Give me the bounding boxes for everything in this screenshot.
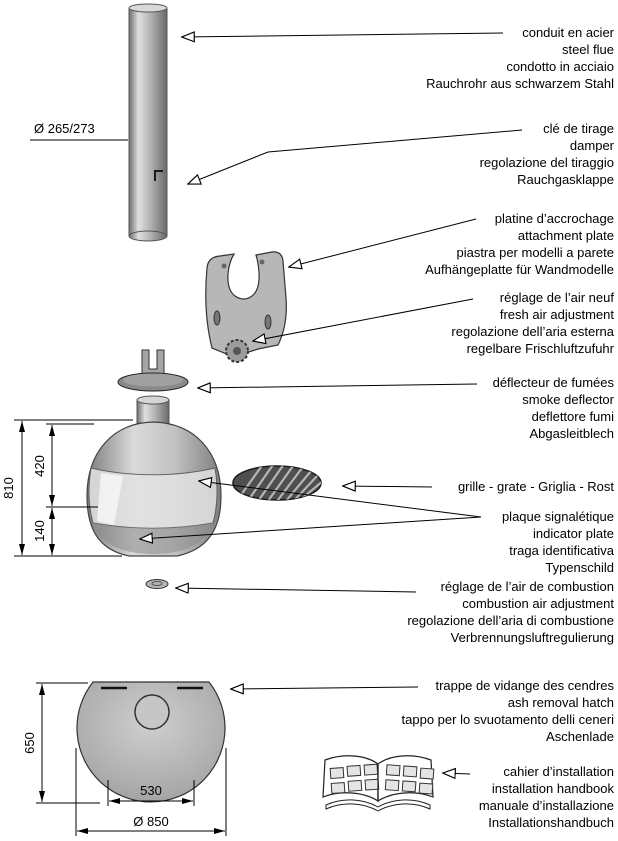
label-line: piastra per modelli a parete [456,245,614,260]
label-line: manuale d’installazione [478,798,614,813]
label-line: trappe de vidange des cendres [435,678,614,693]
leader-attachment-plate [289,218,477,267]
dim-base-height: 140 [32,520,47,542]
label-line: traga identificativa [509,543,614,558]
label-line: condotto in acciaio [506,59,614,74]
label-line: tappo per lo svuotamento delli ceneri [401,712,614,727]
label-handbook: cahier d’installation installation handb… [234,763,614,831]
dimension-lines [14,419,227,836]
leader-handbook [443,773,471,774]
leader-flue [182,33,504,37]
dimension-labels: 810 420 140 650 530 Ø 850 [1,455,169,829]
label-line: fresh air adjustment [499,307,614,322]
label-line: réglage de l’air de combustion [440,579,614,594]
label-flue: conduit en acier steel flue condotto in … [234,24,614,92]
label-combustion-air: réglage de l’air de combustion combustio… [234,578,614,646]
combustion-air-disc [145,579,169,589]
label-line: Typenschild [545,560,614,575]
dim-body-depth: 650 [22,732,37,754]
dim-hearth-width: 530 [140,783,162,798]
flue-diameter-label: Ø 265/273 [34,121,95,136]
dim-body-diameter: Ø 850 [133,814,168,829]
ash-hatch-circle [134,694,170,730]
label-attachment-plate: platine d’accrochage attachment plate pi… [234,210,614,278]
leader-fresh-air [253,298,474,341]
label-line: Verbrennungsluftregulierung [450,630,614,645]
label-line: platine d’accrochage [494,211,614,226]
label-line: Abgasleitblech [529,426,614,441]
label-line: damper [569,138,614,153]
label-grate: grille - grate - Griglia - Rost [234,478,614,495]
leader-arrows [30,33,523,774]
plate-slot-right [264,314,272,330]
label-indicator-plate: plaque signalétique indicator plate trag… [234,508,614,576]
label-line: grille - grate - Griglia - Rost [457,479,614,494]
plate-slot-left [213,310,221,326]
grate-bars [235,466,321,500]
leader-combustion [176,588,417,592]
label-line: déflecteur de fumées [492,375,614,390]
label-line: indicator plate [533,526,614,541]
leader-deflector [198,384,478,388]
label-line: ash removal hatch [507,695,614,710]
label-line: installation handbook [491,781,614,796]
label-line: combustion air adjustment [462,596,614,611]
label-fresh-air: réglage de l’air neuf fresh air adjustme… [234,289,614,357]
label-line: regolazione dell’aria di combustione [407,613,614,628]
label-line: steel flue [561,42,614,57]
label-line: Aschenlade [546,729,614,744]
plate-hole-left [221,263,227,269]
dim-window-height: 420 [32,455,47,477]
handbook-book [322,755,435,812]
label-line: regolazione del tiraggio [479,155,614,170]
smoke-deflector [117,349,189,392]
leader-grate [343,486,433,487]
book-page-stack [325,799,431,812]
stove-body [86,395,222,557]
label-line: smoke deflector [522,392,614,407]
label-line: conduit en acier [522,25,614,40]
label-line: regelbare Frischluftzufuhr [466,341,614,356]
fresh-air-knob-center [233,347,241,355]
label-line: Aufhängeplatte für Wandmodelle [425,262,614,277]
label-line: Installationshandbuch [488,815,614,830]
plate-hole-right [259,259,265,265]
bottom-view [76,681,226,803]
label-line: deflettore fumi [531,409,614,424]
label-line: Rauchrohr aus schwarzem Stahl [426,76,614,91]
label-line: regolazione dell’aria esterna [451,324,614,339]
leader-ash [231,687,419,689]
dim-total-height: 810 [1,477,16,499]
grate [232,465,322,501]
label-line: clé de tirage [543,121,614,136]
label-damper: clé de tirage damper regolazione del tir… [234,120,614,188]
label-line: Rauchgasklappe [517,172,614,187]
leader-indicator-window [199,481,482,518]
label-line: réglage de l’air neuf [499,290,614,305]
label-line: cahier d’installation [503,764,614,779]
label-line: plaque signalétique [501,509,614,524]
damper-handle [154,170,163,181]
attachment-plate [205,251,287,363]
label-line: attachment plate [517,228,614,243]
window-highlight [97,473,123,525]
label-ash-hatch: trappe de vidange des cendres ash remova… [234,677,614,745]
leader-damper [188,129,523,184]
leader-indicator-base [140,516,482,539]
flue-pipe [128,3,168,242]
label-smoke-deflector: déflecteur de fumées smoke deflector def… [234,374,614,442]
